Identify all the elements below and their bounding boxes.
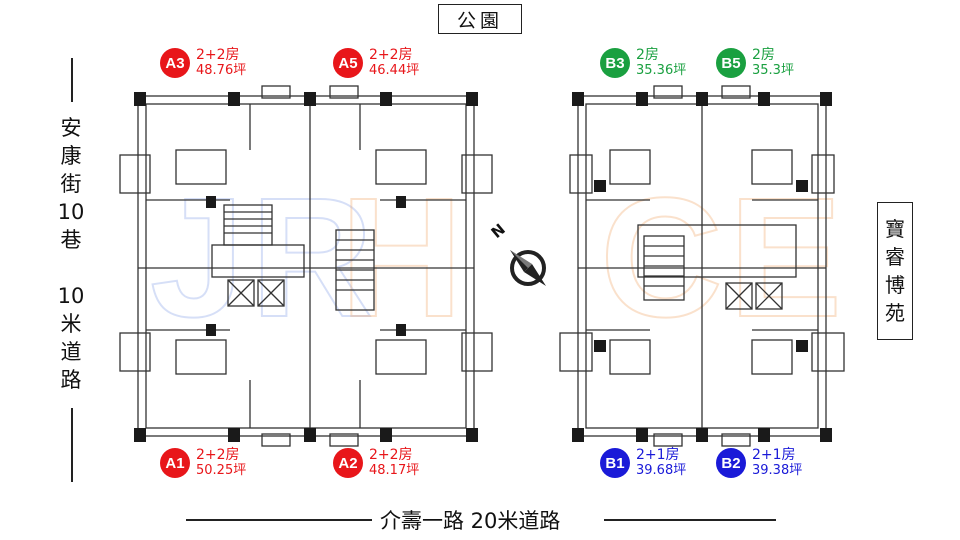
- building-b-outline: [559, 85, 845, 447]
- unit-rooms: 2+1房: [636, 447, 680, 463]
- right-label-char: 博: [885, 273, 905, 297]
- left-road-line-top: [71, 58, 73, 102]
- left-label-char: 康: [60, 144, 82, 168]
- bottom-road-line-left: [186, 519, 372, 521]
- left-label-char: 道: [60, 340, 82, 364]
- unit-rooms: 2房: [752, 47, 775, 63]
- unit-badge: A5: [333, 48, 363, 78]
- right-building-label: 寶 睿 博 苑: [877, 202, 913, 340]
- bottom-road-label: 介壽一路 20米道路: [380, 509, 561, 533]
- left-road-label: 安 康 街 10 巷 10 米 道 路: [56, 114, 86, 394]
- left-label-char: 10: [57, 200, 85, 224]
- watermark: H: [339, 162, 469, 354]
- unit-badge: A3: [160, 48, 190, 78]
- unit-area: 48.17坪: [369, 463, 420, 478]
- unit-area: 35.36坪: [636, 63, 687, 78]
- right-label-char: 苑: [885, 301, 905, 325]
- left-label-char: 街: [60, 172, 82, 196]
- left-road-line-bottom: [71, 408, 73, 482]
- park-label: 公園: [438, 4, 522, 34]
- unit-badge: A2: [333, 448, 363, 478]
- watermark: CE: [599, 162, 849, 354]
- unit-area: 35.3坪: [752, 63, 794, 78]
- building-a-outline: [119, 85, 493, 447]
- unit-area: 50.25坪: [196, 463, 247, 478]
- unit-area: 39.38坪: [752, 463, 803, 478]
- unit-area: 46.44坪: [369, 63, 420, 78]
- unit-badge: B3: [600, 48, 630, 78]
- bottom-road-line-right: [604, 519, 776, 521]
- structural-columns: [134, 92, 832, 442]
- unit-badge: B1: [600, 448, 630, 478]
- unit-rooms: 2+2房: [196, 447, 240, 463]
- unit-badge: B5: [716, 48, 746, 78]
- left-label-char: 安: [60, 116, 82, 140]
- left-label-char: 路: [60, 368, 82, 392]
- unit-rooms: 2+2房: [196, 47, 240, 63]
- compass-icon: [510, 250, 546, 286]
- left-label-char: 10: [57, 284, 85, 308]
- left-label-char: 米: [60, 312, 82, 336]
- right-label-char: 寶: [885, 217, 905, 241]
- unit-rooms: 2房: [636, 47, 659, 63]
- right-label-char: 睿: [885, 245, 905, 269]
- unit-area: 39.68坪: [636, 463, 687, 478]
- unit-badge: A1: [160, 448, 190, 478]
- unit-rooms: 2+2房: [369, 447, 413, 463]
- watermark: JR: [149, 162, 380, 354]
- unit-area: 48.76坪: [196, 63, 247, 78]
- unit-badge: B2: [716, 448, 746, 478]
- left-label-char: 巷: [60, 228, 82, 252]
- unit-rooms: 2+1房: [752, 447, 796, 463]
- unit-rooms: 2+2房: [369, 47, 413, 63]
